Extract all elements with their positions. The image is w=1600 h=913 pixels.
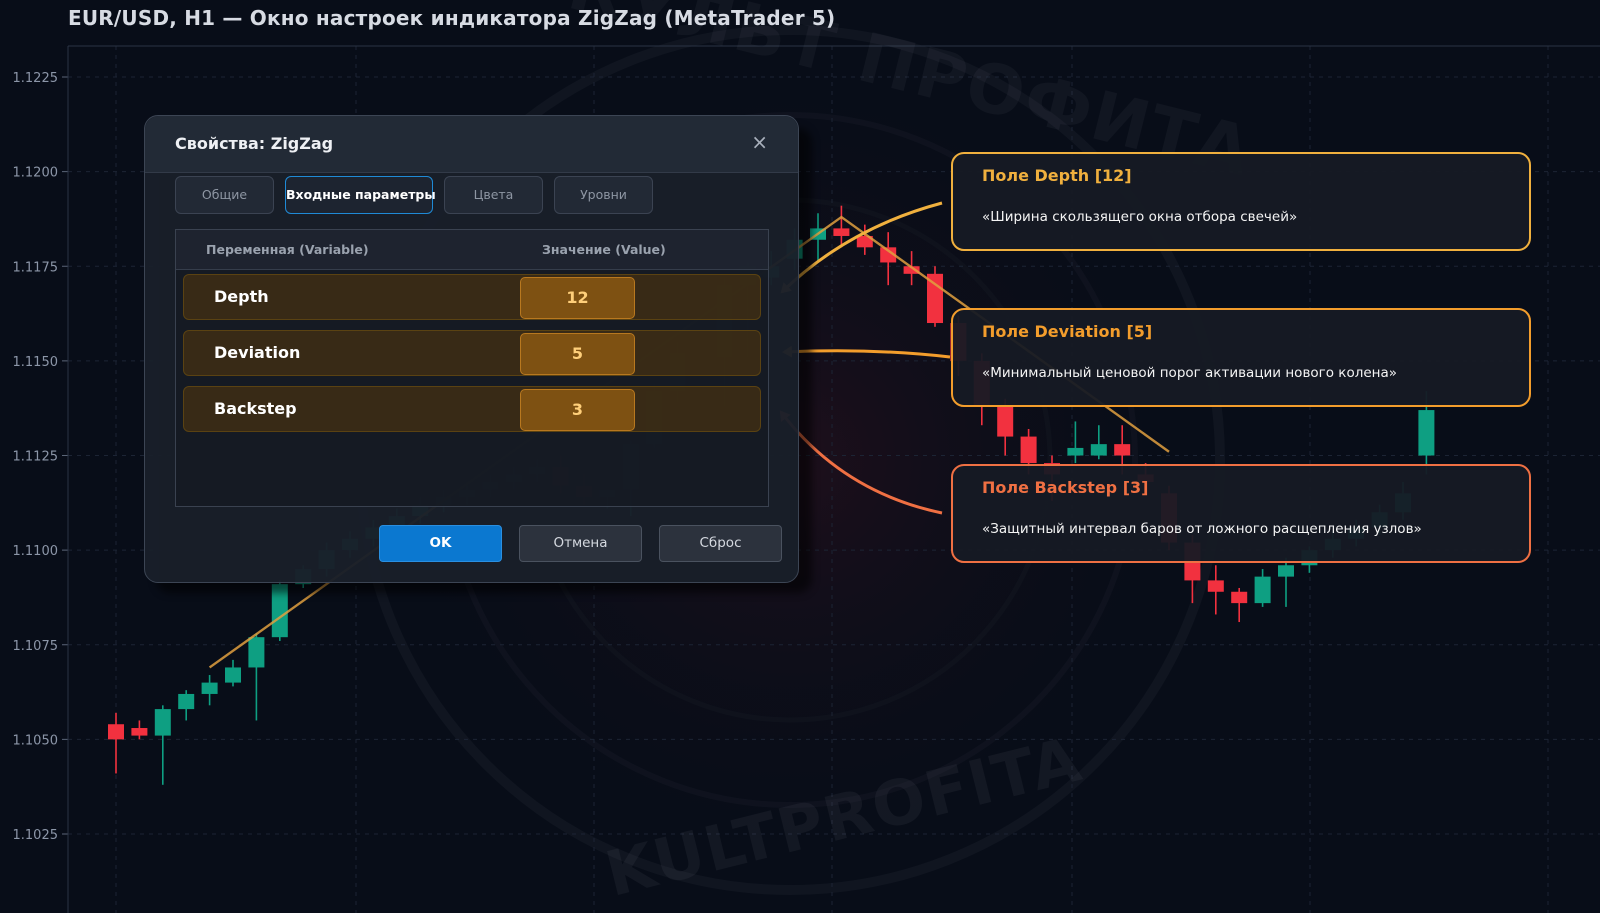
param-name-deviation: Deviation [214, 343, 301, 362]
tab-inputs[interactable]: Входные параметры [285, 176, 436, 214]
callout-desc-depth: «Ширина скользящего окна отбора свечей» [982, 209, 1298, 225]
properties-dialog: Свойства: ZigZag × Общие Входные парамет… [144, 115, 799, 583]
candle-bearish [1231, 587, 1248, 623]
dialog-header[interactable]: Свойства: ZigZag × [145, 116, 798, 173]
page-title: EUR/USD, H1 — Окно настроек индикатора Z… [68, 6, 836, 30]
cancel-button[interactable]: Отмена [519, 525, 642, 562]
parameters-table: Переменная (Variable) Значение (Value) D… [175, 229, 769, 507]
param-row-backstep[interactable]: Backstep 3 [183, 386, 761, 432]
candle-bullish [248, 633, 265, 721]
table-header: Переменная (Variable) Значение (Value) [176, 230, 768, 270]
param-value-backstep-input[interactable]: 3 [520, 389, 635, 431]
callout-backstep: Поле Backstep [3] «Защитный интервал бар… [951, 464, 1531, 563]
candle-bearish [1207, 565, 1224, 615]
candle-bullish [154, 705, 171, 785]
param-value-depth-input[interactable]: 12 [520, 277, 635, 319]
candle-bullish [225, 659, 241, 687]
candle-bullish [201, 675, 218, 706]
column-header-value: Значение (Value) [542, 242, 666, 257]
y-tick-label: 1.1025 [13, 828, 59, 843]
param-row-deviation[interactable]: Deviation 5 [183, 330, 761, 376]
y-tick-label: 1.1150 [13, 355, 59, 370]
y-tick-label: 1.1125 [13, 450, 59, 465]
callout-title-deviation: Поле Deviation [5] [982, 322, 1153, 341]
tab-colors[interactable]: Цвета [444, 176, 543, 214]
callout-deviation: Поле Deviation [5] «Минимальный ценовой … [951, 308, 1531, 407]
y-tick-label: 1.1100 [13, 544, 59, 559]
callout-title-backstep: Поле Backstep [3] [982, 478, 1149, 497]
close-icon[interactable]: × [751, 130, 768, 154]
param-name-backstep: Backstep [214, 399, 297, 418]
callout-title-depth: Поле Depth [12] [982, 166, 1132, 185]
tab-general[interactable]: Общие [175, 176, 274, 214]
param-row-depth[interactable]: Depth 12 [183, 274, 761, 320]
param-value-deviation-input[interactable]: 5 [520, 333, 635, 375]
callout-desc-deviation: «Минимальный ценовой порог активации нов… [982, 365, 1398, 381]
y-axis: 1.1225 1.1200 1.1175 1.1150 1.1125 1.1100 1.10… [13, 71, 68, 843]
y-tick-label: 1.1050 [13, 733, 59, 748]
param-name-depth: Depth [214, 287, 269, 306]
callout-desc-backstep: «Защитный интервал баров от ложного расщ… [982, 521, 1422, 537]
candle-bearish [131, 720, 148, 740]
tab-levels[interactable]: Уровни [554, 176, 653, 214]
candle-bearish [997, 398, 1014, 456]
candle-bearish [927, 266, 943, 327]
candle-bearish [833, 205, 850, 248]
callout-depth: Поле Depth [12] «Ширина скользящего окна… [951, 152, 1531, 251]
candle-bullish [1254, 569, 1271, 607]
reset-button[interactable]: Сброс [659, 525, 782, 562]
y-tick-label: 1.1075 [13, 639, 59, 654]
y-tick-label: 1.1175 [13, 260, 59, 275]
dialog-title: Свойства: ZigZag [175, 134, 334, 153]
ok-button[interactable]: OK [379, 525, 502, 562]
column-header-variable: Переменная (Variable) [206, 242, 369, 257]
candle-bullish [1090, 425, 1107, 460]
candle-bullish [1067, 421, 1084, 464]
candle-bearish [856, 224, 873, 255]
y-tick-label: 1.1200 [13, 166, 59, 181]
candle-bearish [108, 712, 124, 774]
candle-bullish [178, 690, 195, 721]
candle-bearish [880, 232, 897, 286]
candle-bullish [1278, 557, 1294, 607]
y-tick-label: 1.1225 [13, 71, 59, 86]
